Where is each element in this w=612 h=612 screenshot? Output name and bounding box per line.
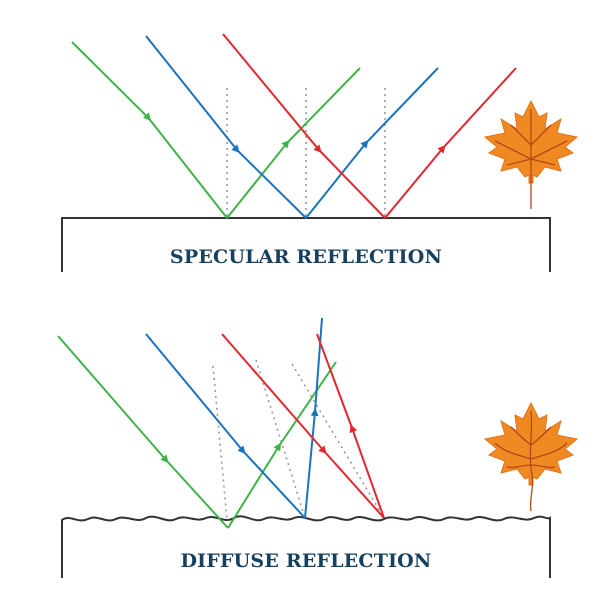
- blue-incident-ray: [145, 35, 307, 219]
- blue-reflected-ray: [304, 317, 323, 519]
- green-incident-ray: [57, 335, 229, 529]
- green-incident-ray: [71, 41, 228, 219]
- diffuse-panel: [57, 317, 579, 578]
- blue-reflected-ray: [305, 67, 439, 219]
- red-incident-ray: [222, 33, 386, 219]
- specular-panel: [61, 33, 579, 272]
- normal-line: [291, 363, 385, 519]
- red-reflected-ray: [316, 333, 385, 519]
- red-reflected-ray: [384, 67, 517, 219]
- blue-incident-ray: [145, 333, 306, 519]
- maple-leaf-icon: [483, 401, 579, 512]
- diffuse-reflection-title: DIFFUSE REFLECTION: [180, 550, 432, 572]
- normal-line: [212, 365, 228, 521]
- diffuse-surface: [61, 515, 551, 578]
- red-incident-ray: [221, 333, 385, 519]
- maple-leaf-icon: [483, 99, 579, 209]
- specular-reflection-title: SPECULAR REFLECTION: [169, 246, 443, 268]
- normal-line: [255, 359, 306, 519]
- green-reflected-ray: [226, 67, 361, 219]
